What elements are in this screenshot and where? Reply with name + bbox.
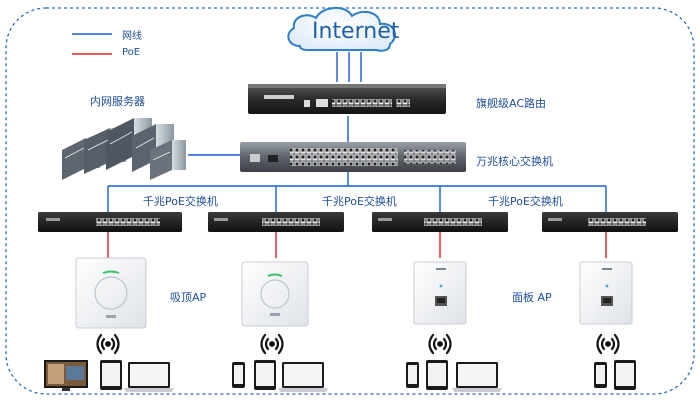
poe-lines <box>107 232 607 258</box>
internet-label: Internet <box>312 19 400 44</box>
client-devices-3 <box>406 360 502 392</box>
ceiling-ap-1 <box>75 257 147 329</box>
laptop-icon <box>278 362 328 392</box>
panel-ap-label: 面板 AP <box>512 291 552 304</box>
ac-router-label: 旗舰级AC路由 <box>476 97 547 110</box>
laptop-icon <box>452 362 502 392</box>
poe-switch-label-1: 千兆PoE交换机 <box>143 195 218 208</box>
poe-switch-1 <box>38 212 182 232</box>
ceiling-ap-2 <box>241 261 309 327</box>
ceiling-ap-label: 吸顶AP <box>170 291 207 304</box>
distribution-lines <box>107 172 607 212</box>
wifi-icon <box>96 333 620 355</box>
client-devices-4 <box>594 360 636 390</box>
outer-border <box>5 7 695 395</box>
legend <box>72 33 112 55</box>
poe-switch-label-2: 千兆PoE交换机 <box>322 195 397 208</box>
server-label: 内网服务器 <box>90 95 145 108</box>
poe-switch-4 <box>542 212 678 232</box>
legend-poe-label: PoE <box>122 47 141 58</box>
server-rack <box>62 118 186 180</box>
poe-switch-3 <box>372 212 508 232</box>
internet-cloud <box>287 7 396 52</box>
core-switch <box>240 142 466 172</box>
internet-uplinks <box>336 52 362 82</box>
legend-network-label: 网线 <box>122 31 142 42</box>
core-switch-label: 万兆核心交换机 <box>476 155 553 168</box>
panel-ap-1 <box>413 261 467 325</box>
poe-switch-2 <box>208 212 344 232</box>
poe-switch-label-3: 千兆PoE交换机 <box>488 195 563 208</box>
client-devices-1 <box>44 360 174 392</box>
panel-ap-2 <box>579 261 633 325</box>
client-devices-2 <box>232 360 328 392</box>
ac-router <box>248 84 446 114</box>
laptop-icon <box>124 362 174 392</box>
